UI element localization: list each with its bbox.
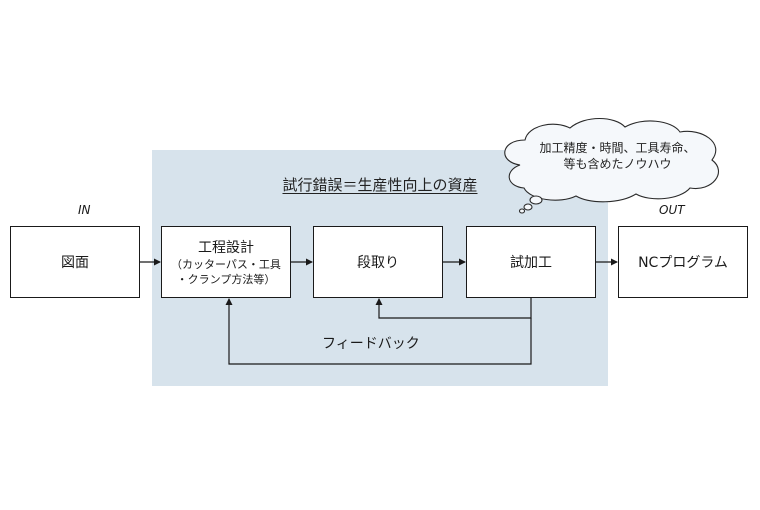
cloud-line-2: 等も含めたノウハウ bbox=[563, 157, 672, 171]
box-setup-label: 段取り bbox=[357, 255, 399, 271]
box-process-design-label: 工程設計 bbox=[198, 240, 254, 256]
box-trial-machining: 試加工 bbox=[466, 226, 596, 298]
box-nc-program: NCプログラム bbox=[618, 226, 748, 298]
feedback-arrow-to-design bbox=[225, 298, 532, 365]
feedback-label: フィードバック bbox=[322, 336, 420, 352]
box-trial-machining-label: 試加工 bbox=[510, 255, 552, 271]
box-nc-program-label: NCプログラム bbox=[638, 255, 728, 271]
out-label: OUT bbox=[659, 203, 685, 217]
cloud-line-1: 加工精度・時間、工具寿命、 bbox=[539, 141, 696, 155]
box-process-design: 工程設計 （カッターパス・工具・クランプ方法等） bbox=[161, 226, 291, 298]
cloud-bubble-small bbox=[518, 208, 526, 214]
feedback-arrow-to-setup bbox=[375, 298, 532, 319]
thought-cloud bbox=[504, 118, 719, 214]
cloud-bubble-medium bbox=[523, 203, 533, 211]
cloud-text: 加工精度・時間、工具寿命、 等も含めたノウハウ bbox=[530, 140, 705, 172]
box-process-design-sub: （カッターパス・工具・クランプ方法等） bbox=[171, 258, 281, 286]
box-setup: 段取り bbox=[313, 226, 443, 298]
diagram-title: 試行錯誤＝生産性向上の資産 bbox=[282, 176, 478, 194]
box-drawing: 図面 bbox=[10, 226, 140, 298]
cloud-bubble-large bbox=[529, 195, 543, 205]
in-label: IN bbox=[78, 203, 91, 217]
box-drawing-label: 図面 bbox=[61, 255, 89, 271]
